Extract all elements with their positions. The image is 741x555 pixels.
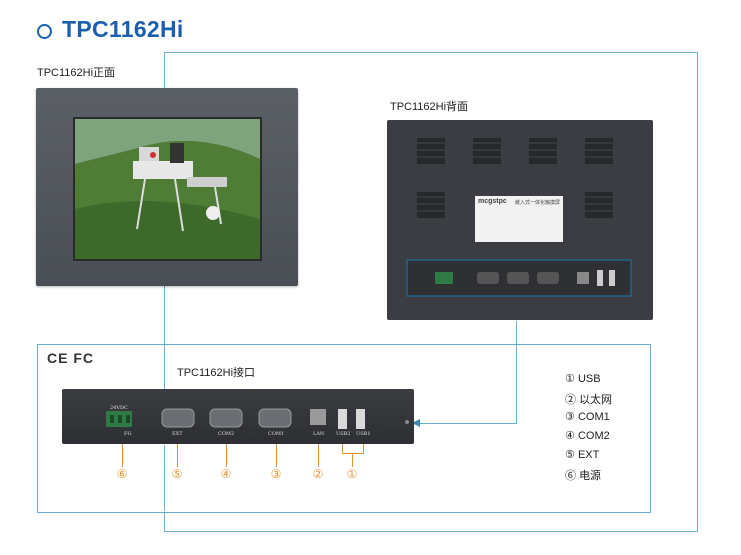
back-label: TPC1162Hi背面 [390, 101, 469, 113]
port-label-fg: FG [124, 431, 132, 437]
port-label-lan: LAN [313, 431, 325, 437]
back-panel-image [387, 120, 653, 320]
port-label-com2: COM2 [218, 431, 235, 437]
callout-4: ④ [220, 467, 232, 481]
leader-line-4 [226, 444, 227, 467]
leader-line-3 [276, 444, 277, 467]
port-label-usb1: USB1 [356, 431, 371, 437]
callout-2: ② [312, 467, 324, 481]
callout-3: ③ [270, 467, 282, 481]
port-label-power: 24VDC [110, 405, 128, 411]
legend-item: ⑤ EXT [565, 449, 600, 461]
sticker-brand: mcgstpc [478, 198, 507, 205]
page-title: TPC1162Hi [62, 16, 184, 42]
interface-strip-image [62, 389, 414, 444]
port-label-ext: EXT [172, 431, 183, 437]
leader-line-2 [318, 444, 319, 467]
sticker-heading: 嵌入式一体化触摸屏 [515, 200, 561, 206]
legend-item: ② 以太网 [565, 394, 613, 406]
outer-frame-line [164, 52, 698, 532]
connector-line-vertical [516, 321, 517, 424]
connector-line-horizontal [420, 423, 516, 424]
legend-item: ③ COM1 [565, 411, 610, 423]
front-label: TPC1162Hi正面 [37, 67, 116, 79]
callout-1: ① [346, 467, 358, 481]
legend-item: ⑥ 电源 [565, 470, 602, 482]
interface-label: TPC1162Hi接口 [177, 367, 256, 379]
arrow-left-icon [412, 419, 420, 427]
leader-line-1 [352, 454, 353, 467]
legend-item: ④ COM2 [565, 430, 610, 442]
outer-frame-passthrough-lower [164, 445, 165, 511]
leader-line-6 [122, 444, 123, 467]
callout-6: ⑥ [116, 467, 128, 481]
callout-5: ⑤ [171, 467, 183, 481]
outer-frame-passthrough [164, 345, 165, 397]
port-label-usb2: USB2 [336, 431, 351, 437]
legend-item: ① USB [565, 373, 601, 385]
front-screen-image [73, 117, 262, 261]
leader-line-5 [177, 444, 178, 467]
title-circle-icon [37, 24, 52, 39]
leader-bracket-1 [342, 444, 364, 454]
cert-marks: CE FC [47, 350, 94, 366]
port-legend: ① USB ② 以太网 ③ COM1 ④ COM2 ⑤ EXT ⑥ 电源 [565, 372, 612, 486]
port-label-com1: COM1 [268, 431, 285, 437]
